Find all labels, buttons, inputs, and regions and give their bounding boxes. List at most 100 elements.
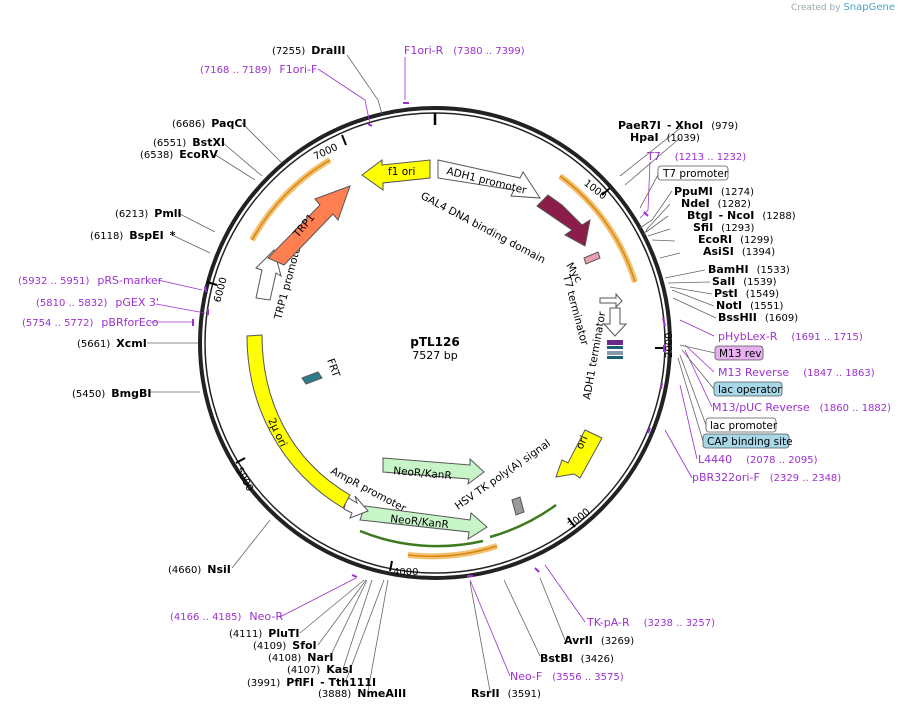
site-nsii: (4660)NsiI xyxy=(168,563,231,576)
primer-l4440: L4440(2078 .. 2095) xyxy=(698,453,818,466)
mcs-cluster xyxy=(607,340,623,359)
site-bstbi: BstBI(3426) xyxy=(540,652,614,665)
f1-ori-arrow xyxy=(361,159,431,191)
neor-kanr-arrow-inner xyxy=(382,457,485,486)
primer-leaders xyxy=(150,57,715,677)
primer-f1ori-r: F1ori-R(7380 .. 7399) xyxy=(404,44,525,57)
site-nmeaiii: (3888)NmeAIII xyxy=(318,687,406,700)
m13-rev-box: M13 rev xyxy=(714,345,764,361)
site-asisi: AsiSI(1394) xyxy=(703,245,775,258)
cap-binding-site-box: CAP binding site xyxy=(702,433,793,449)
site-avrii: AvrII(3269) xyxy=(564,634,634,647)
tick-label-6000: 6000 xyxy=(212,276,229,303)
snapgene-logo: SnapGene xyxy=(843,2,895,13)
green-arc-right xyxy=(489,503,557,539)
primer-markers xyxy=(192,102,666,578)
site-ecorv: (6538)EcoRV xyxy=(140,148,218,161)
t7-terminator-arrow xyxy=(599,292,623,309)
tick-label-5000: 5000 xyxy=(233,466,255,494)
site-psti: PstI(1549) xyxy=(714,287,779,300)
site-bmgbi: (5450)BmgBI xyxy=(72,387,151,400)
plasmid-size: 7527 bp xyxy=(412,349,457,362)
lac-promoter-box: lac promoter xyxy=(705,417,778,433)
site-btgi-ncoi: BtgI- NcoI(1288) xyxy=(687,209,796,222)
t7-terminator-label: T7 terminator xyxy=(560,273,591,348)
site-bspei: (6118)BspEI* xyxy=(90,229,176,242)
orf-arc-left-core xyxy=(251,159,331,241)
primer-f1ori-f: (7168 .. 7189)F1ori-F xyxy=(200,63,317,76)
trp1-promoter-arrow xyxy=(255,249,282,301)
orf-arc-right-core xyxy=(559,175,636,283)
m13-rev-leader xyxy=(679,344,716,354)
orf-arc-bottom-core xyxy=(407,545,498,558)
lac-operator-box: lac operator xyxy=(713,381,783,397)
neor-kanr-arrow-outer xyxy=(359,505,488,541)
primer-phyblex-r: pHybLex-R(1691 .. 1715) xyxy=(718,330,863,343)
tick-label-4000: 4000 xyxy=(393,567,418,578)
site-draiii: (7255)DraIII xyxy=(272,44,346,57)
site-rsrii: RsrII(3591) xyxy=(471,687,541,700)
primer-pgex-3: (5810 .. 5832)pGEX 3' xyxy=(36,296,159,309)
primer-neo-f: Neo-F(3556 .. 3575) xyxy=(510,670,624,683)
site-bsshii: BssHII(1609) xyxy=(718,311,798,324)
site-pmli: (6213)PmlI xyxy=(115,207,182,220)
site-noti: NotI(1551) xyxy=(716,299,783,312)
svg-text:lac operator: lac operator xyxy=(718,384,782,396)
svg-text:M13 rev: M13 rev xyxy=(719,348,762,360)
primer-tk-pa-r: TK-pA-R(3238 .. 3257) xyxy=(586,616,715,629)
site-sfoi: (4109)SfoI xyxy=(253,639,317,652)
site-ndei: NdeI(1282) xyxy=(681,197,751,210)
ori-arrow xyxy=(555,429,603,479)
t7-promoter-leader xyxy=(639,174,659,209)
t7-promoter-box: T7 promoter xyxy=(657,165,729,181)
primer-m13-puc-reverse: M13/pUC Reverse(1860 .. 1882) xyxy=(712,401,891,414)
svg-text:CAP binding site: CAP binding site xyxy=(707,436,793,448)
site-pluti: (4111)PluTI xyxy=(229,627,300,640)
credit-prefix: Created by xyxy=(791,3,841,13)
ampr-promoter-arrow xyxy=(343,495,369,519)
snapgene-credit: Created by SnapGene xyxy=(791,2,895,13)
adh1-promoter-arrow xyxy=(437,159,541,199)
site-xcmi: (5661)XcmI xyxy=(77,337,147,350)
site-bamhi: BamHI(1533) xyxy=(708,263,790,276)
two-micron-ori xyxy=(246,334,351,509)
primer-t7: T7(1213 .. 1232) xyxy=(646,150,746,163)
site-pflfi-tth111i: (3991)PflFI- Tth111I xyxy=(247,676,376,689)
site-leaders xyxy=(147,54,717,692)
tick-label-2000: 2000 xyxy=(664,333,675,358)
frt-site xyxy=(301,371,323,385)
site-sfii: SfiI(1293) xyxy=(693,221,755,234)
primer-neo-r: (4166 .. 4185)Neo-R xyxy=(170,610,283,623)
cap-binding-site-leader xyxy=(677,357,704,442)
gal4-dbd-arrow xyxy=(536,194,591,247)
myc-tag xyxy=(583,251,601,265)
lac-promoter-leader xyxy=(679,354,707,426)
primer-prs-marker: (5932 .. 5951)pRS-marker xyxy=(18,274,163,287)
green-arc-bottom xyxy=(359,529,484,548)
frt-label: FRT xyxy=(324,357,342,379)
plasmid-name: pTL126 xyxy=(410,335,459,349)
neor-kanr-inner-label: NeoR/KanR xyxy=(393,465,452,482)
site-nari: (4108)NarI xyxy=(268,651,333,664)
adh1-terminator-arrow xyxy=(602,307,628,337)
site-sali: SalI(1539) xyxy=(712,275,777,288)
site-bstxi: (6551)BstXI xyxy=(153,136,225,149)
site-ppumi: PpuMI(1274) xyxy=(674,185,754,198)
gal4-dbd-label: GAL4 DNA binding domain xyxy=(419,190,548,266)
svg-text:lac promoter: lac promoter xyxy=(710,420,778,432)
site-paer7i-xhoi: PaeR7I- XhoI(979) xyxy=(618,119,738,132)
primer-pbrforeco: (5754 .. 5772)pBRforEco xyxy=(22,316,159,329)
lac-operator-leader xyxy=(681,349,715,390)
svg-text:T7 promoter: T7 promoter xyxy=(662,168,729,180)
hsv-tk-polya xyxy=(511,496,525,516)
primer-pbr322ori-f: pBR322ori-F(2329 .. 2348) xyxy=(692,471,841,484)
site-paqci: (6686)PaqCI xyxy=(172,117,247,130)
ori-label: ori xyxy=(574,434,591,451)
primer-m13-reverse: M13 Reverse(1847 .. 1863) xyxy=(718,366,875,379)
site-kasi: (4107)KasI xyxy=(287,663,353,676)
site-ecori: EcoRI(1299) xyxy=(698,233,774,246)
site-hpai: HpaI(1039) xyxy=(630,131,700,144)
trp1-arrow xyxy=(267,185,351,266)
f1-ori-label: f1 ori xyxy=(388,166,415,178)
